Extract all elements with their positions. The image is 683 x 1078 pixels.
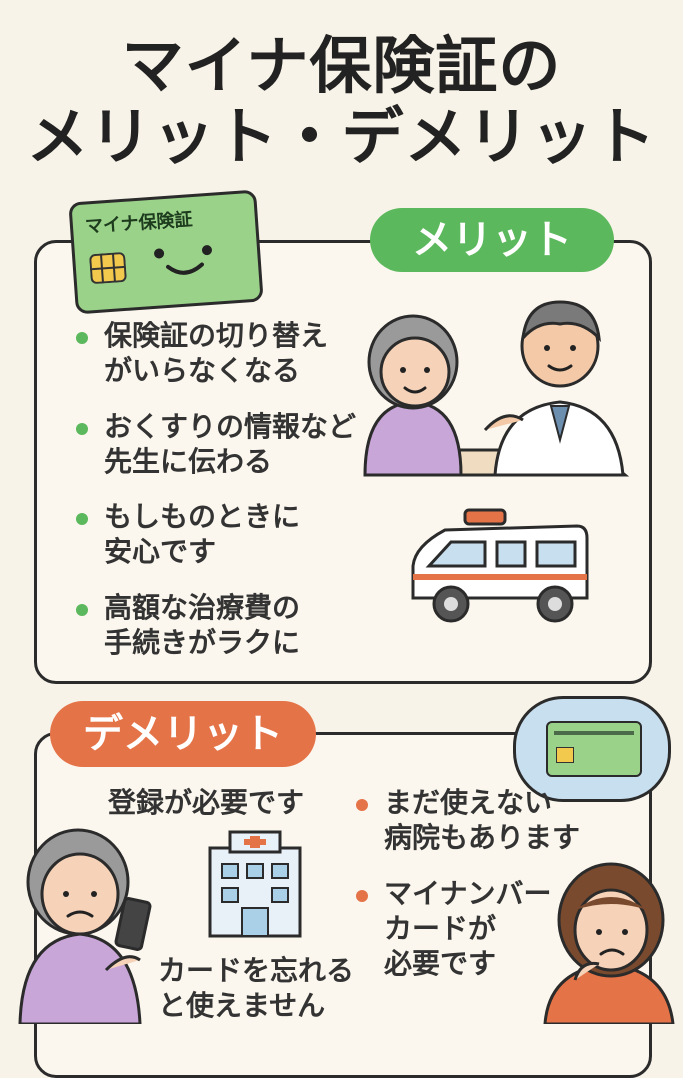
elderly-woman-icon	[363, 314, 463, 477]
consultation-illustration	[363, 300, 630, 477]
list-item: もしものときに 安心です	[76, 499, 376, 570]
demerit-item-2-line-3: 必要です	[384, 947, 497, 981]
demerit-item-2-line-2: カードが	[384, 911, 497, 945]
demerit-item-1-line-1: まだ使えない	[384, 786, 553, 819]
merit-list: 保険証の切り替え がいらなくなる おくすりの情報など 先生に伝わる もしものとき…	[76, 318, 376, 660]
registration-text: 登録が必要です	[108, 786, 305, 819]
hospital-icon	[208, 830, 302, 938]
merit-item-1-line-1: 保険証の切り替え	[104, 319, 329, 352]
ambulance-icon	[411, 508, 589, 623]
demerit-item-1-line-2: 病院もあります	[384, 821, 581, 855]
list-item: おくすりの情報など 先生に伝わる	[76, 409, 376, 480]
worried-woman-icon	[18, 828, 152, 1024]
merit-item-2-line-2: 先生に伝わる	[104, 444, 273, 478]
title-line-1: マイナ保険証の	[121, 29, 562, 102]
my-number-card: マイナ保険証	[68, 189, 264, 315]
page-title: マイナ保険証の メリット・デメリット	[0, 30, 683, 173]
card-label: マイナ保険証	[84, 209, 194, 238]
merit-header: メリット	[370, 208, 614, 272]
doctor-icon	[483, 300, 625, 477]
worried-young-woman-icon	[543, 862, 675, 1024]
smile-face-icon	[154, 245, 212, 275]
title-line-2: メリット・デメリット	[26, 100, 657, 174]
merit-item-4-line-1: 高額な治療費の	[104, 590, 301, 624]
ic-chip-icon	[89, 252, 127, 284]
list-item: まだ使えない 病院もあります	[356, 785, 586, 856]
merit-item-2-line-1: おくすりの情報など	[104, 409, 357, 443]
list-item: 高額な治療費の 手続きがラクに	[76, 590, 376, 661]
merit-item-4-line-2: 手続きがラクに	[104, 625, 301, 659]
merit-item-3-line-1: もしものときに	[104, 500, 301, 534]
merit-item-3-line-2: 安心です	[104, 535, 217, 569]
forget-card-text: カードを忘れる と使えません	[158, 953, 354, 1024]
bullet-dot-icon	[76, 332, 88, 344]
bullet-dot-icon	[76, 603, 88, 616]
list-item: マイナンバー カードが 必要です	[356, 876, 586, 982]
demerit-item-2-line-1: マイナンバー	[384, 876, 552, 910]
forget-line-1: カードを忘れる	[158, 954, 355, 987]
bullet-dot-icon	[356, 799, 368, 811]
forget-line-2: と使えません	[158, 989, 326, 1023]
merit-item-1-line-2: がいらなくなる	[104, 354, 301, 388]
list-item: 保険証の切り替え がいらなくなる	[76, 318, 376, 389]
demerit-header: デメリット	[50, 701, 316, 767]
bullet-dot-icon	[356, 889, 368, 902]
card-in-bubble-icon	[546, 721, 642, 777]
card-bubble	[513, 696, 671, 802]
bullet-dot-icon	[76, 422, 88, 435]
demerit-list: まだ使えない 病院もあります マイナンバー カードが 必要です	[356, 785, 586, 981]
bullet-dot-icon	[76, 513, 88, 526]
